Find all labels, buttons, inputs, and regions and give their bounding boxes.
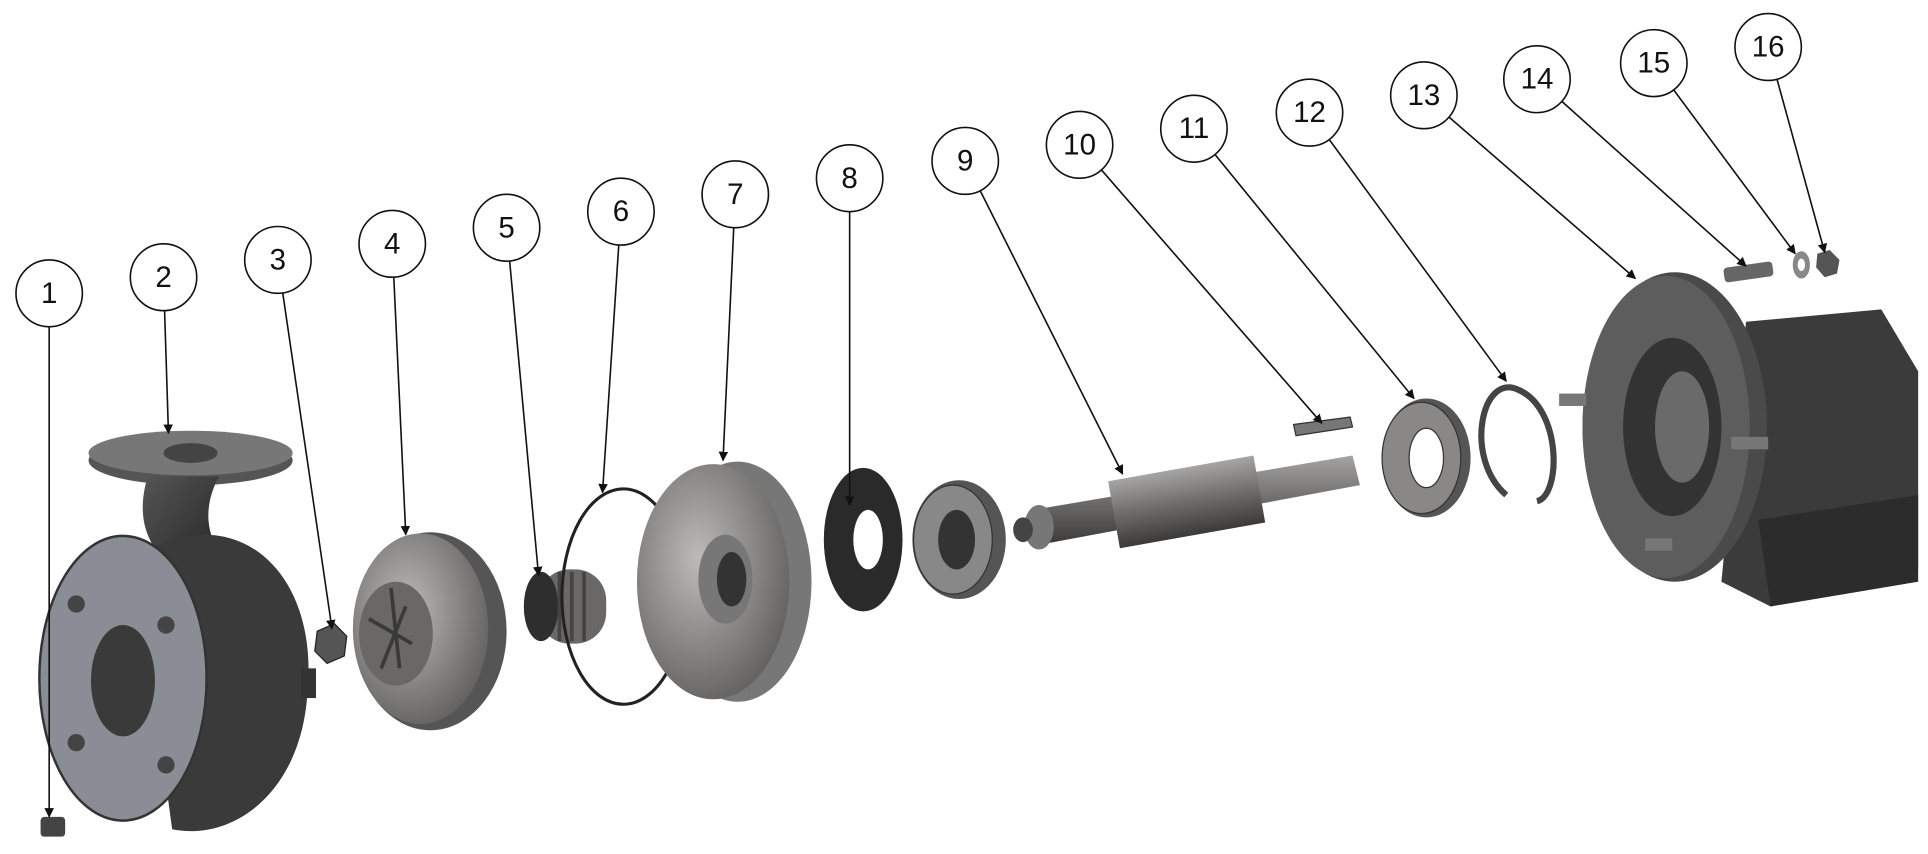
leader-line (1673, 89, 1796, 255)
balloon-number: 2 (155, 261, 171, 294)
balloon-1: 1 (15, 259, 84, 328)
balloon-circle (586, 177, 655, 246)
leader-line (1561, 100, 1747, 267)
balloon-number: 4 (384, 227, 400, 260)
balloon-number: 10 (1063, 128, 1096, 161)
balloon-number: 6 (613, 195, 629, 228)
balloon-4: 4 (358, 209, 427, 279)
balloon-circle (243, 225, 312, 295)
balloon-number: 3 (270, 243, 286, 276)
part-13-bearing-bracket (1559, 272, 1919, 607)
leader-line (718, 227, 735, 462)
balloon-9: 9 (931, 126, 1000, 196)
balloon-number: 8 (841, 162, 857, 195)
balloon-number: 15 (1637, 47, 1670, 80)
balloon-number: 14 (1521, 63, 1554, 96)
balloon-6: 6 (586, 177, 655, 246)
balloon-number: 7 (727, 178, 743, 211)
part-12-circlip (1478, 384, 1557, 505)
leader-line (979, 190, 1124, 475)
balloon-8: 8 (815, 144, 884, 213)
part-9-shaft (1013, 455, 1360, 550)
part-1-drain-plug (40, 816, 66, 837)
balloon-number: 16 (1752, 30, 1785, 63)
balloon-circle (472, 193, 541, 262)
part-4-impeller (352, 532, 507, 731)
balloon-circle (815, 144, 884, 213)
balloon-circle (1275, 78, 1344, 147)
balloon-number: 9 (957, 144, 973, 177)
balloon-5: 5 (472, 193, 541, 262)
balloon-circle (129, 243, 198, 312)
balloon-11: 11 (1159, 94, 1228, 163)
balloon-circle (15, 259, 84, 328)
part-2-pump-casing (38, 430, 317, 832)
balloon-circle (701, 160, 770, 229)
balloon-2: 2 (129, 243, 198, 312)
balloon-15: 15 (1619, 28, 1688, 98)
balloon-circle (1159, 94, 1228, 163)
balloon-14: 14 (1502, 44, 1571, 114)
leader-line (392, 277, 411, 536)
part-bearing (912, 480, 1006, 600)
balloon-number: 12 (1293, 96, 1326, 129)
part-8-washer (823, 467, 903, 612)
balloon-circle (1502, 44, 1571, 114)
balloon-circle (1045, 110, 1114, 180)
balloon-number: 11 (1179, 112, 1210, 145)
leader-line (281, 292, 336, 630)
balloon-number: 13 (1407, 79, 1440, 112)
leader-line (163, 310, 173, 435)
part-15-washer (1792, 251, 1810, 279)
balloon-circle (931, 126, 1000, 196)
balloon-number: 5 (498, 211, 514, 244)
part-16-nut (1816, 250, 1840, 278)
balloon-13: 13 (1389, 61, 1458, 130)
part-10-shaft-key (1292, 416, 1354, 437)
balloon-number: 1 (41, 277, 57, 310)
balloon-circle (1619, 28, 1688, 98)
balloon-12: 12 (1275, 78, 1344, 147)
leader-line (1328, 139, 1507, 382)
part-14-bolt (1723, 261, 1774, 283)
balloon-3: 3 (243, 225, 312, 295)
balloon-circle (1389, 61, 1458, 130)
leader-line (1448, 116, 1637, 280)
part-3-impeller-nut (314, 623, 348, 665)
part-5-mechanical-seal (523, 569, 607, 644)
balloon-7: 7 (701, 160, 770, 229)
leader-line (1214, 154, 1415, 400)
part-11-bearing (1381, 398, 1471, 518)
balloon-circle (358, 209, 427, 279)
balloon-circle (1734, 12, 1803, 82)
balloon-10: 10 (1045, 110, 1114, 180)
leader-line (1100, 169, 1323, 425)
leader-line (508, 260, 543, 577)
balloon-16: 16 (1734, 12, 1803, 82)
leader-line (598, 244, 620, 494)
part-7-seal-housing (636, 461, 812, 702)
leader-line (1776, 79, 1828, 254)
